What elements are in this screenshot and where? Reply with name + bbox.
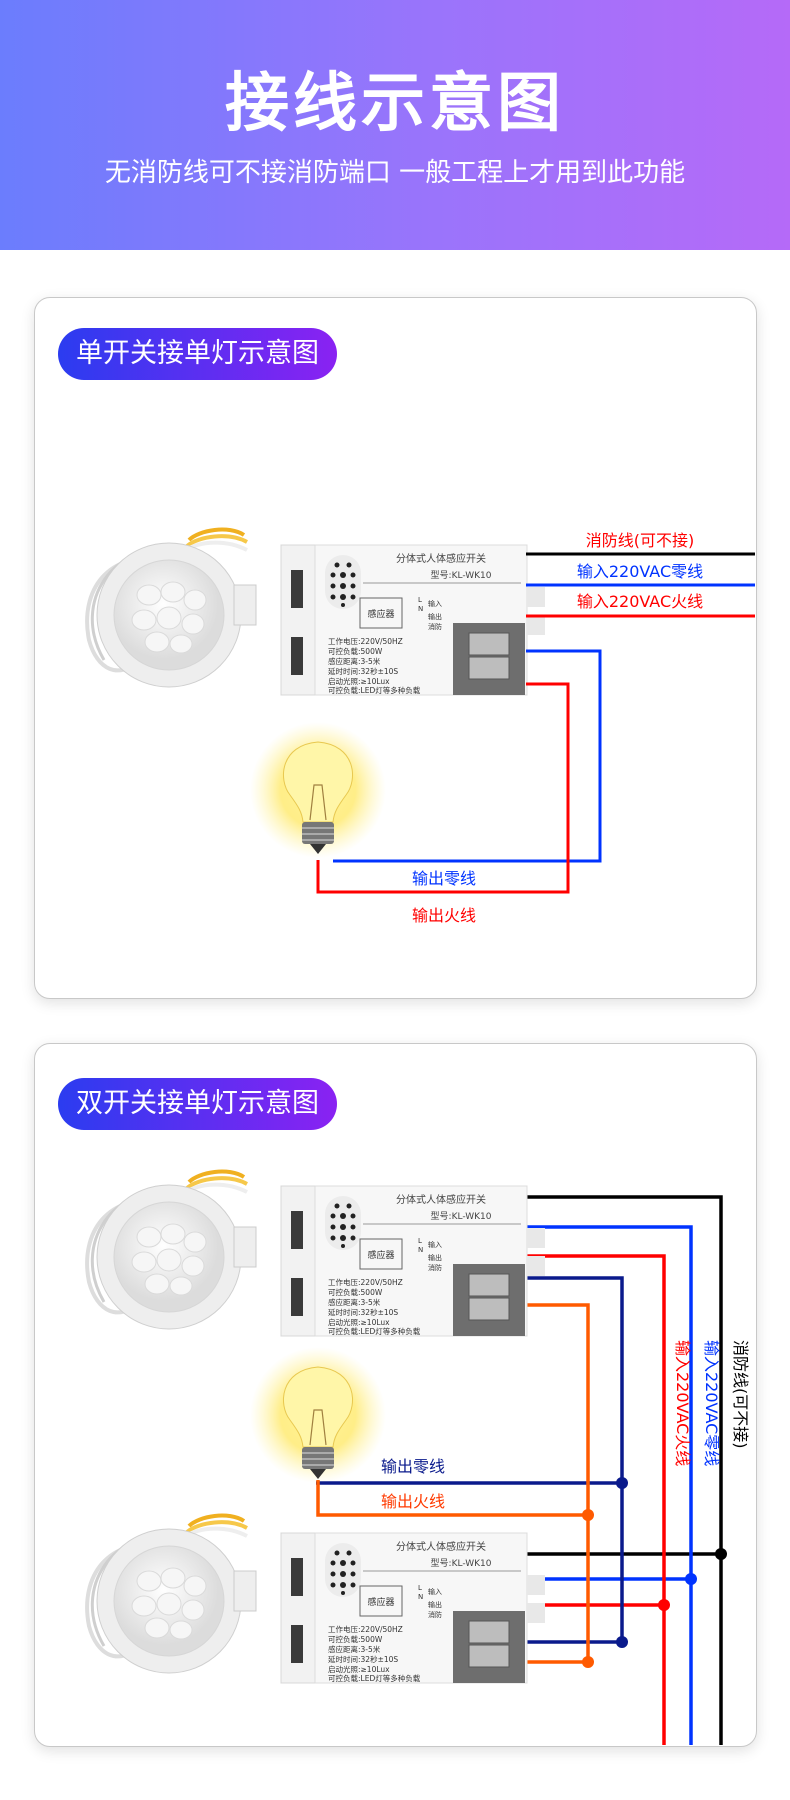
spec-line: 工作电压:220V/50HZ (328, 1277, 403, 1287)
single-switch-diagram: 消防线(可不接) 输入220VAC零线 输入220VAC火线 输出零线 输出火线 (85, 527, 755, 925)
terminal-n-label: N (418, 605, 423, 613)
header-banner: 接线示意图 无消防线可不接消防端口 一般工程上才用到此功能 (0, 0, 790, 250)
spec-line: 感应距离:3-5米 (328, 1297, 381, 1307)
neutral-out-wire (316, 1276, 624, 1644)
device-name: 分体式人体感应开关 (396, 1540, 486, 1553)
terminal-l-label: L (418, 1237, 422, 1245)
input-label: 输入 (428, 1240, 442, 1249)
pir-sensor-image (85, 1513, 258, 1675)
terminal-l-label: L (418, 1584, 422, 1592)
spec-line: 延时时间:32秒±10S (328, 1307, 398, 1317)
terminal-n-label: N (418, 1593, 423, 1601)
page-subtitle: 无消防线可不接消防端口 一般工程上才用到此功能 (104, 158, 686, 188)
fire-label: 消防 (428, 622, 442, 631)
output-label: 输出 (428, 612, 442, 621)
sensor-label: 感应器 (367, 608, 394, 620)
spec-line: 可控负载:500W (328, 646, 383, 656)
single-switch-card: 单开关接单灯示意图 (34, 297, 757, 999)
neutral-out-wire (333, 649, 602, 863)
spec-line: 感应距离:3-5米 (328, 656, 381, 666)
terminal-n-label: N (418, 1246, 423, 1254)
live-out-wire (316, 1303, 590, 1664)
live-in-label: 输入220VAC火线 (577, 592, 703, 611)
fire-wire-label: 消防线(可不接) (586, 531, 695, 550)
output-label: 输出 (428, 1253, 442, 1262)
sensor-label: 感应器 (367, 1249, 394, 1261)
sensor-switch-module: 分体式人体感应开关 型号:KL-WK10 感应器 L N 输入 输出 消防 工作… (280, 1185, 545, 1337)
light-bulb-icon (249, 1346, 387, 1484)
page-title: 接线示意图 (225, 67, 565, 141)
neutral-out-label: 输出零线 (412, 869, 476, 888)
output-label: 输出 (428, 1600, 442, 1609)
input-label: 输入 (428, 1587, 442, 1596)
live-out-wire (316, 682, 570, 894)
neutral-out-label: 输出零线 (381, 1457, 445, 1476)
section-heading: 单开关接单灯示意图 (58, 328, 337, 380)
live-in-label: 输入220VAC火线 (673, 1340, 692, 1466)
spec-line: 可控负载:LED灯等多种负载 (328, 1673, 421, 1683)
spec-line: 启动光照:≥10Lux (328, 1317, 390, 1327)
sensor-label: 感应器 (367, 1596, 394, 1608)
double-switch-diagram: 输出零线 输出火线 消防线(可不接) 输入220VAC零线 输入220VAC火线 (85, 1169, 750, 1745)
neutral-in-label: 输入220VAC零线 (577, 562, 703, 581)
spec-line: 工作电压:220V/50HZ (328, 636, 403, 646)
spec-line: 感应距离:3-5米 (328, 1644, 381, 1654)
spec-line: 工作电压:220V/50HZ (328, 1624, 403, 1634)
sensor-switch-module: 分体式人体感应开关 型号:KL-WK10 感应器 L N 输入 输出 消防 工作… (280, 544, 545, 696)
input-label: 输入 (428, 599, 442, 608)
spec-line: 启动光照:≥10Lux (328, 1664, 390, 1674)
spec-line: 可控负载:500W (328, 1287, 383, 1297)
device-name: 分体式人体感应开关 (396, 1193, 486, 1206)
spec-line: 可控负载:LED灯等多种负载 (328, 685, 421, 695)
live-in-wire (526, 1254, 666, 1745)
junction-dots (582, 1477, 727, 1668)
spec-line: 启动光照:≥10Lux (328, 676, 390, 686)
live-out-label: 输出火线 (381, 1492, 445, 1511)
light-bulb-icon (249, 721, 387, 859)
section-heading: 双开关接单灯示意图 (58, 1078, 337, 1130)
live-out-label: 输出火线 (412, 906, 476, 925)
terminal-l-label: L (418, 596, 422, 604)
fire-label: 消防 (428, 1263, 442, 1272)
pir-sensor-image (85, 1169, 258, 1331)
pir-sensor-image (85, 527, 258, 689)
device-model: 型号:KL-WK10 (431, 570, 492, 581)
spec-line: 延时时间:32秒±10S (328, 1654, 398, 1664)
device-name: 分体式人体感应开关 (396, 552, 486, 565)
spec-line: 延时时间:32秒±10S (328, 666, 398, 676)
fire-wire-label: 消防线(可不接) (731, 1340, 750, 1449)
neutral-in-label: 输入220VAC零线 (702, 1340, 721, 1466)
sensor-switch-module: 分体式人体感应开关 型号:KL-WK10 感应器 L N 输入 输出 消防 工作… (280, 1532, 545, 1684)
fire-label: 消防 (428, 1610, 442, 1619)
device-model: 型号:KL-WK10 (431, 1211, 492, 1222)
spec-line: 可控负载:500W (328, 1634, 383, 1644)
device-model: 型号:KL-WK10 (431, 1558, 492, 1569)
spec-line: 可控负载:LED灯等多种负载 (328, 1326, 421, 1336)
